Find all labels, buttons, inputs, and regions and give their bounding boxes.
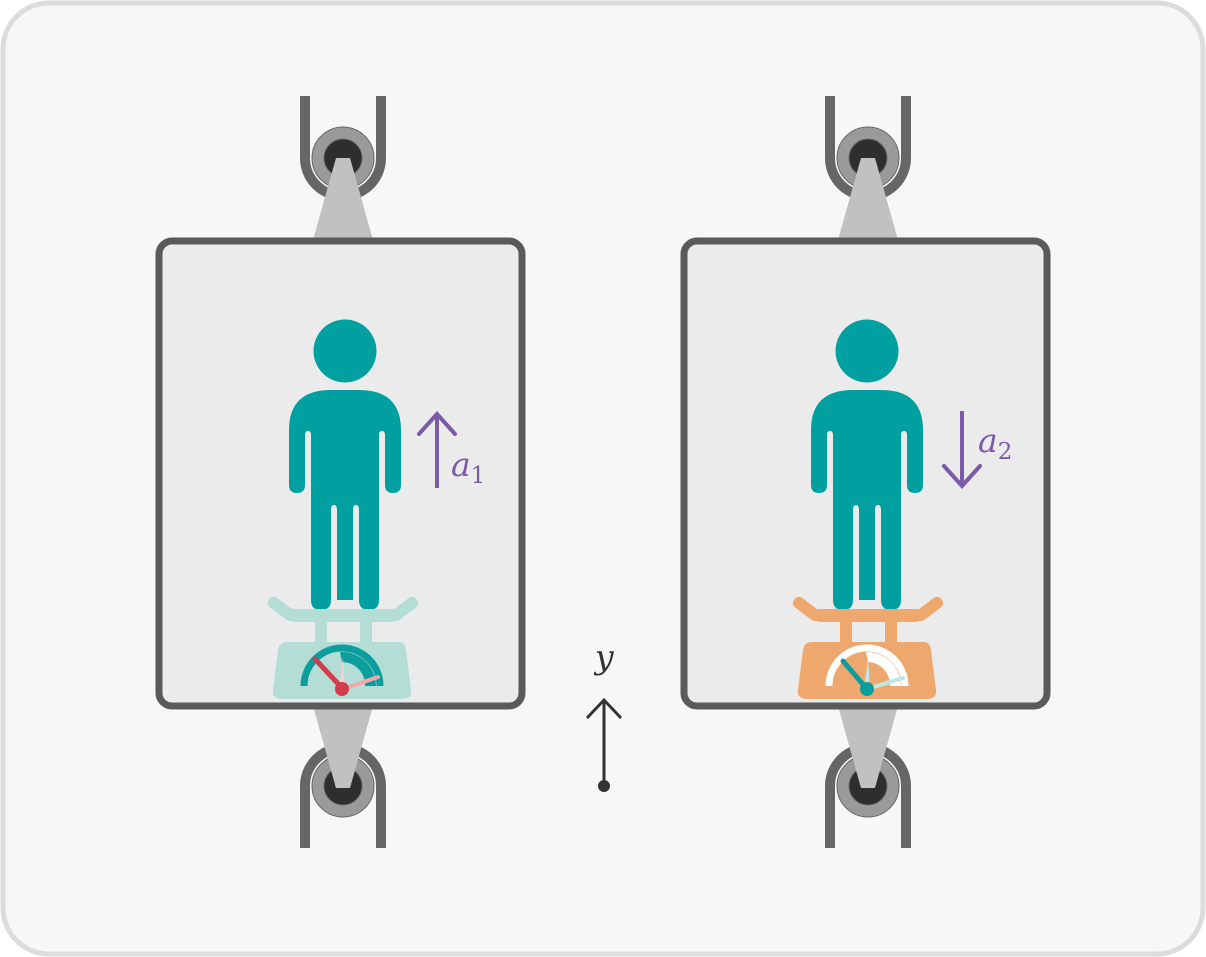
label-y: y [593, 637, 614, 676]
label-a2-subscript: 2 [998, 439, 1013, 465]
acceleration-arrow-down [942, 411, 982, 489]
scale-2 [793, 597, 943, 699]
cable-bottom-1 [313, 706, 373, 788]
cable-bottom-2 [838, 706, 898, 788]
elevator-2: a2 [680, 96, 1051, 848]
label-a2: a2 [978, 421, 1012, 465]
cable-top-1 [313, 158, 373, 240]
scale-1 [268, 597, 418, 699]
cable-top-2 [838, 158, 898, 240]
label-a1-subscript: 1 [471, 463, 486, 489]
acceleration-arrow-up [417, 411, 457, 488]
elevator-1: a1 [155, 96, 526, 848]
label-a1: a1 [451, 445, 485, 489]
y-axis [585, 697, 623, 792]
